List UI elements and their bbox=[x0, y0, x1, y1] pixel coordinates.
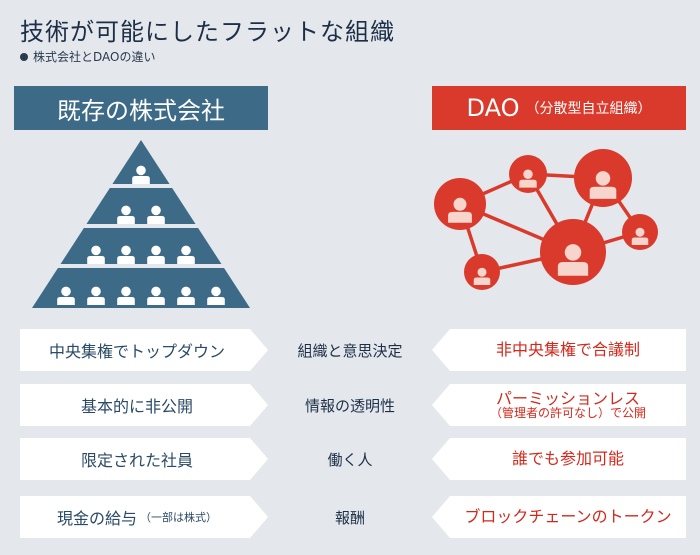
network-node bbox=[464, 254, 500, 290]
corporation-workers: 限定された社員 bbox=[20, 438, 268, 480]
network-node bbox=[622, 214, 658, 250]
page-title: 技術が可能にしたフラットな組織 bbox=[20, 18, 395, 46]
person-icon-body bbox=[473, 277, 491, 285]
person-icon-body bbox=[177, 256, 195, 264]
header-corporation: 既存の株式会社 bbox=[14, 86, 268, 130]
person-icon-body bbox=[177, 297, 195, 305]
person-icon-head bbox=[211, 286, 221, 297]
dao-network bbox=[434, 149, 658, 290]
row-right-text: 誰でも参加可能 bbox=[511, 449, 624, 469]
person-icon-head bbox=[181, 286, 191, 297]
person-icon-body bbox=[631, 237, 649, 245]
category-transparency: 情報の透明性 bbox=[304, 396, 395, 415]
person-icon-head bbox=[121, 205, 131, 216]
row-left-text: 限定された社員 bbox=[80, 451, 193, 470]
person-icon-body bbox=[117, 216, 135, 224]
hierarchy-pyramid bbox=[19, 140, 264, 308]
person-icon-head bbox=[523, 169, 533, 179]
corporation-transparency: 基本的に非公開 bbox=[20, 384, 268, 426]
header-corporation-label: 既存の株式会社 bbox=[57, 96, 225, 125]
row-left-text: 基本的に非公開 bbox=[80, 397, 193, 416]
person-icon-body bbox=[132, 176, 150, 184]
network-node bbox=[540, 219, 606, 285]
person-icon-head bbox=[564, 244, 582, 261]
subtitle: 株式会社とDAOの違い bbox=[20, 48, 155, 65]
network-node bbox=[434, 178, 486, 230]
network-node bbox=[509, 155, 547, 193]
person-icon-head bbox=[635, 227, 645, 237]
person-icon-body bbox=[448, 211, 472, 223]
person-icon-head bbox=[61, 286, 71, 297]
person-icon-head bbox=[121, 286, 131, 297]
row-left-subtext: （一部は株式） bbox=[140, 511, 217, 524]
person-icon-head bbox=[121, 245, 131, 256]
header-dao-label: DAO bbox=[466, 94, 520, 122]
dao-compensation: ブロックチェーンのトークン bbox=[432, 496, 686, 538]
row-right-text: パーミッションレス bbox=[495, 388, 640, 408]
person-icon-body bbox=[207, 297, 225, 305]
person-icon-head bbox=[91, 245, 101, 256]
subtitle-text: 株式会社とDAOの違い bbox=[33, 50, 156, 64]
person-icon-head bbox=[91, 286, 101, 297]
person-icon-body bbox=[147, 297, 165, 305]
row-right-text: ブロックチェーンのトークン bbox=[464, 507, 672, 527]
person-icon-head bbox=[151, 205, 161, 216]
person-icon-body bbox=[117, 297, 135, 305]
header-dao: DAO （分散型自立組織） bbox=[432, 86, 686, 130]
person-icon-head bbox=[151, 245, 161, 256]
person-icon-body bbox=[557, 262, 589, 276]
corporation-decision-making: 中央集権でトップダウン bbox=[20, 329, 268, 371]
row-right-text: 非中央集権で合議制 bbox=[495, 340, 640, 360]
row-right-subtext: （管理者の許可なし）で公開 bbox=[489, 406, 646, 421]
network-node bbox=[574, 149, 632, 207]
person-icon-body bbox=[117, 256, 135, 264]
person-icon-head bbox=[477, 267, 487, 277]
corporation-compensation: 現金の給与（一部は株式） bbox=[20, 496, 268, 538]
person-icon-body bbox=[147, 256, 165, 264]
category-organization: 組織と意思決定 bbox=[297, 341, 403, 360]
person-icon-body bbox=[57, 297, 75, 305]
bullet-icon bbox=[20, 52, 28, 61]
row-left-text: 中央集権でトップダウン bbox=[48, 342, 225, 361]
person-icon-head bbox=[181, 245, 191, 256]
person-icon-body bbox=[87, 297, 105, 305]
person-icon-head bbox=[136, 165, 146, 176]
dao-workers: 誰でも参加可能 bbox=[432, 438, 686, 480]
person-icon-body bbox=[589, 186, 617, 199]
person-icon-head bbox=[453, 197, 467, 211]
person-icon-body bbox=[519, 179, 537, 188]
person-icon-head bbox=[151, 286, 161, 297]
dao-decision-making: 非中央集権で合議制 bbox=[432, 329, 686, 371]
dao-transparency: パーミッションレス （管理者の許可なし）で公開 bbox=[432, 384, 686, 426]
person-icon-body bbox=[87, 256, 105, 264]
person-icon-body bbox=[147, 216, 165, 224]
category-compensation: 報酬 bbox=[334, 508, 365, 527]
header-dao-sub: （分散型自立組織） bbox=[525, 101, 652, 117]
person-icon-head bbox=[595, 171, 611, 186]
category-workers: 働く人 bbox=[327, 450, 373, 469]
row-left-text: 現金の給与 bbox=[56, 509, 137, 528]
